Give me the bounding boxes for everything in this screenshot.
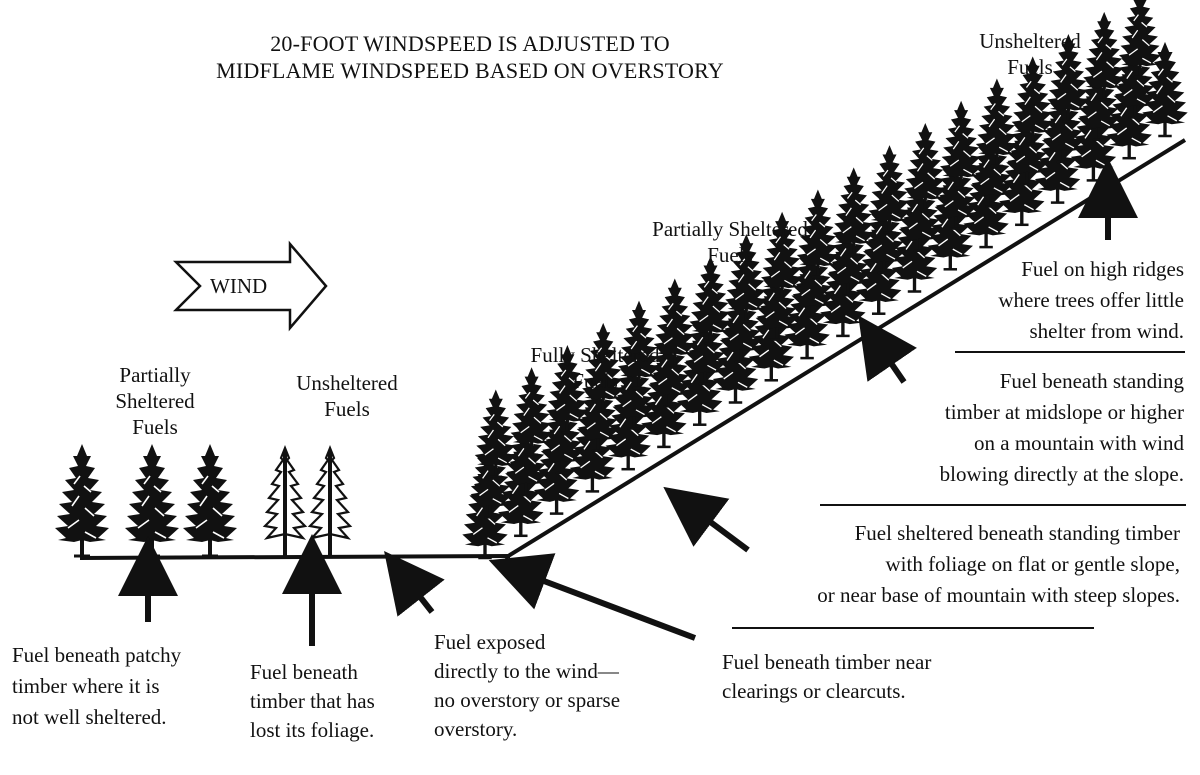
forest-tree: [938, 99, 984, 190]
arrow-flat: [663, 486, 750, 553]
forest-tree: [687, 254, 734, 346]
caption-exposed: Fuel exposed directly to the wind— no ov…: [434, 630, 621, 741]
divider-2: [820, 504, 1186, 506]
title-line-2: MIDFLAME WINDSPEED BASED ON OVERSTORY: [216, 58, 724, 83]
caption-flat: Fuel sheltered beneath standing timber w…: [817, 521, 1180, 607]
caption-lost-foliage: Fuel beneath timber that has lost its fo…: [250, 660, 375, 742]
wind-label: WIND: [210, 274, 268, 298]
forest-tree: [974, 76, 1020, 168]
divider-3: [732, 627, 1094, 629]
label-fully-sheltered: Fully Sheltered Fuels: [530, 343, 660, 393]
forest-tree: [866, 143, 913, 235]
caption-clearings: Fuel beneath timber near clearings or cl…: [722, 650, 932, 703]
slope-line: [503, 138, 1187, 560]
left-tree-group: [53, 442, 352, 558]
forest-tree: [473, 387, 519, 479]
title-line-1: 20-FOOT WINDSPEED IS ADJUSTED TO: [270, 31, 670, 56]
caption-ridges: Fuel on high ridges where trees offer li…: [998, 257, 1184, 343]
arrow-clearings: [488, 553, 697, 641]
wind-arrow: [172, 240, 328, 332]
caption-patchy: Fuel beneath patchy timber where it is n…: [12, 643, 182, 729]
forest-tree: [1117, 0, 1163, 79]
label-unsheltered-top: Unsheltered Fuels: [979, 29, 1081, 79]
divider-1: [955, 351, 1185, 353]
arrow-midslope: [858, 315, 917, 384]
label-partially-sheltered-slope: Partially Sheltered Fuels: [652, 217, 808, 267]
diagram-title: 20-FOOT WINDSPEED IS ADJUSTED TO MIDFLAM…: [150, 30, 790, 84]
label-unsheltered-left: Unsheltered Fuels: [296, 371, 398, 421]
forest-tree: [902, 121, 948, 212]
arrow-exposed: [384, 550, 445, 617]
caption-midslope: Fuel beneath standing timber at midslope…: [939, 369, 1184, 486]
label-partially-sheltered-left: Partially Sheltered Fuels: [115, 363, 195, 439]
pointer-arrows: [118, 158, 1138, 646]
forest-tree: [831, 165, 877, 257]
